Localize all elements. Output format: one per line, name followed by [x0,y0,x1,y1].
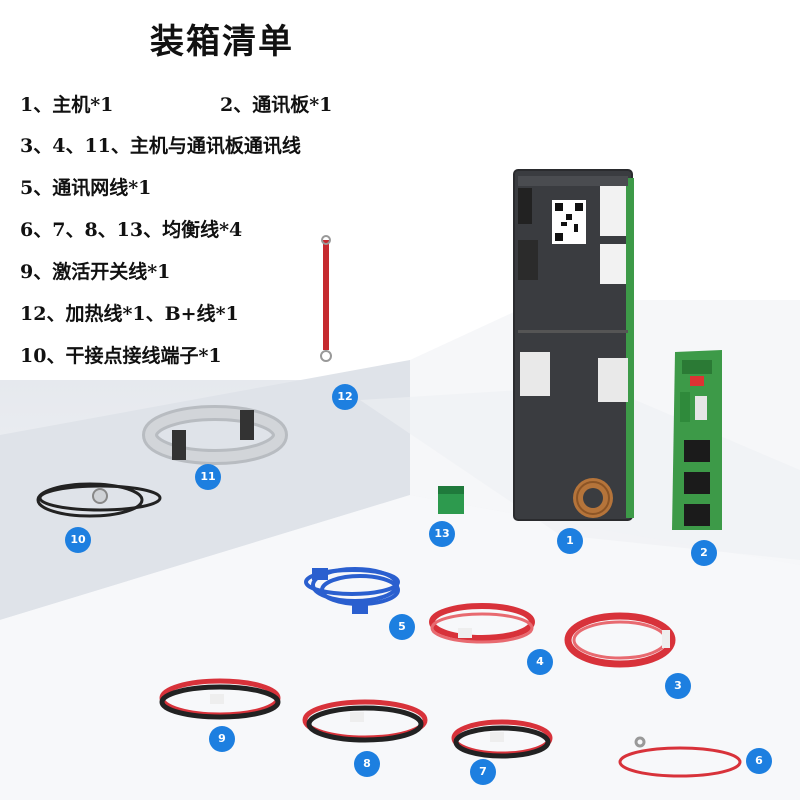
list-item-7: 12、加热线*1、B+线*1 [20,303,239,325]
balance-cable-4-image [429,603,535,644]
badge-12: 12 [332,384,358,410]
balance-cable-7-image [451,719,553,759]
badge-7: 7 [470,759,496,785]
badge-5: 5 [389,614,415,640]
badge-11: 11 [195,464,221,490]
balance-cable-3-image [564,612,676,668]
badge-2: 2 [691,540,717,566]
b-plus-cable-image [320,235,332,362]
list-item-3: 3、4、11、主机与通讯板通讯线 [20,135,301,157]
badge-4: 4 [527,649,553,675]
list-item-1: 1、主机*1 [20,94,114,116]
badge-10: 10 [65,527,91,553]
badge-8: 8 [354,751,380,777]
page-title: 装箱清单 [150,22,294,62]
heating-cable-image [618,736,742,778]
balance-cable-8-image [302,699,428,743]
communication-board-image [672,350,722,530]
network-cable-image [304,567,400,614]
list-item-5: 6、7、8、13、均衡线*4 [20,219,243,241]
badge-6: 6 [746,748,772,774]
badge-3: 3 [665,673,691,699]
list-item-4: 5、通讯网线*1 [20,177,152,199]
badge-1: 1 [557,528,583,554]
balance-cable-9-image [159,678,281,720]
list-item-8: 10、干接点接线端子*1 [20,345,222,367]
badge-13: 13 [429,521,455,547]
list-item-2: 2、通讯板*1 [220,94,333,116]
switch-cable-image [36,482,162,518]
ribbon-cable-image [142,405,288,465]
list-item-6: 9、激活开关线*1 [20,261,171,283]
badge-9: 9 [209,726,235,752]
bms-main-board-image [513,169,634,521]
terminal-block-image [438,486,464,514]
